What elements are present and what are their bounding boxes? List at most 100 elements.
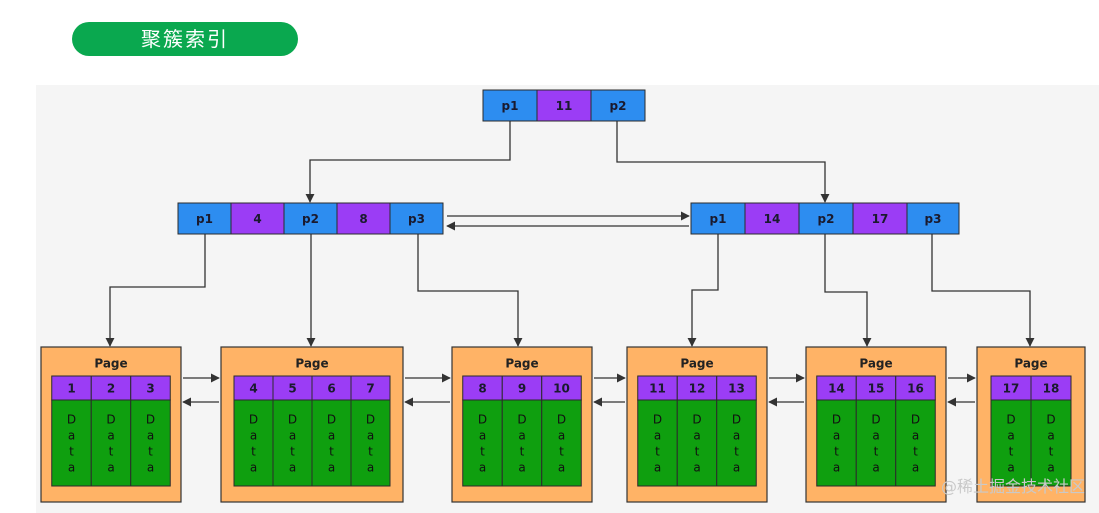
key-label: 12 bbox=[689, 382, 706, 396]
data-letter: a bbox=[693, 429, 700, 443]
data-letter: a bbox=[912, 429, 919, 443]
data-letter: a bbox=[68, 429, 75, 443]
data-cell bbox=[130, 399, 171, 487]
key-label: 6 bbox=[327, 382, 335, 396]
cell-label: 17 bbox=[872, 212, 889, 226]
data-letter: a bbox=[1007, 429, 1014, 443]
data-cell bbox=[637, 399, 678, 487]
data-letter: D bbox=[871, 413, 880, 427]
key-cell bbox=[716, 375, 757, 401]
data-letter: a bbox=[367, 429, 374, 443]
data-cell bbox=[855, 399, 897, 487]
edge-internal-leaf-6 bbox=[931, 234, 1035, 347]
data-letter: a bbox=[289, 429, 296, 443]
data-letter: D bbox=[653, 413, 662, 427]
data-letter: a bbox=[693, 461, 700, 475]
data-letter: D bbox=[1006, 413, 1015, 427]
data-cell bbox=[462, 399, 503, 487]
key-cell bbox=[501, 375, 543, 401]
pointer-cell bbox=[177, 202, 232, 235]
cell-label: 14 bbox=[764, 212, 781, 226]
data-letter: D bbox=[692, 413, 701, 427]
data-letter: D bbox=[478, 413, 487, 427]
edge-root-right bbox=[616, 121, 830, 203]
watermark: @稀土掘金技术社区 bbox=[940, 477, 1085, 496]
key-label: 4 bbox=[249, 382, 257, 396]
data-letter: a bbox=[733, 461, 740, 475]
data-cell bbox=[51, 399, 92, 487]
cell-label: p2 bbox=[818, 212, 835, 226]
edge-internal-leaf-5 bbox=[824, 234, 872, 347]
data-letter: a bbox=[479, 461, 486, 475]
data-cell bbox=[90, 399, 132, 487]
data-letter: t bbox=[290, 445, 295, 459]
page-label: Page bbox=[859, 357, 892, 371]
key-label: 16 bbox=[907, 382, 924, 396]
page-label: Page bbox=[680, 357, 713, 371]
page-label: Page bbox=[1014, 357, 1047, 371]
data-letter: a bbox=[250, 461, 257, 475]
title-badge: 聚簇索引 bbox=[72, 22, 298, 56]
data-cell bbox=[541, 399, 582, 487]
key-cell bbox=[336, 202, 391, 235]
data-cell bbox=[311, 399, 352, 487]
data-letter: a bbox=[872, 461, 879, 475]
data-cell bbox=[350, 399, 391, 487]
data-letter: a bbox=[733, 429, 740, 443]
page-label: Page bbox=[505, 357, 538, 371]
cell-label: 11 bbox=[556, 99, 573, 113]
edge-root-left bbox=[305, 121, 511, 203]
data-letter: t bbox=[329, 445, 334, 459]
key-label: 10 bbox=[553, 382, 570, 396]
data-letter: D bbox=[288, 413, 297, 427]
data-letter: t bbox=[874, 445, 879, 459]
key-label: 9 bbox=[518, 382, 526, 396]
data-cell bbox=[233, 399, 274, 487]
data-letter: D bbox=[557, 413, 566, 427]
key-cell bbox=[816, 375, 857, 401]
data-letter: t bbox=[368, 445, 373, 459]
key-label: 8 bbox=[478, 382, 486, 396]
data-letter: a bbox=[518, 461, 525, 475]
edge-internal-leaf-1 bbox=[105, 234, 206, 347]
data-letter: a bbox=[912, 461, 919, 475]
data-letter: a bbox=[328, 429, 335, 443]
data-letter: D bbox=[327, 413, 336, 427]
data-letter: D bbox=[366, 413, 375, 427]
data-letter: a bbox=[1047, 461, 1054, 475]
pointer-cell bbox=[590, 89, 646, 122]
data-letter: t bbox=[913, 445, 918, 459]
data-cell bbox=[895, 399, 936, 487]
data-letter: D bbox=[911, 413, 920, 427]
data-letter: a bbox=[328, 461, 335, 475]
data-letter: D bbox=[517, 413, 526, 427]
data-letter: D bbox=[67, 413, 76, 427]
data-letter: a bbox=[654, 429, 661, 443]
data-letter: t bbox=[695, 445, 700, 459]
data-letter: t bbox=[559, 445, 564, 459]
pointer-cell bbox=[690, 202, 746, 235]
data-letter: D bbox=[732, 413, 741, 427]
data-letter: a bbox=[654, 461, 661, 475]
key-cell bbox=[744, 202, 800, 235]
key-label: 17 bbox=[1003, 382, 1020, 396]
cell-label: 4 bbox=[253, 212, 261, 226]
data-letter: D bbox=[1046, 413, 1055, 427]
data-letter: a bbox=[367, 461, 374, 475]
pointer-cell bbox=[906, 202, 960, 235]
key-cell bbox=[1030, 375, 1072, 401]
page-label: Page bbox=[94, 357, 127, 371]
key-label: 1 bbox=[67, 382, 75, 396]
key-label: 2 bbox=[107, 382, 115, 396]
pointer-cell bbox=[389, 202, 444, 235]
key-cell bbox=[895, 375, 936, 401]
cell-label: p3 bbox=[408, 212, 425, 226]
key-label: 18 bbox=[1043, 382, 1060, 396]
data-cell bbox=[1030, 399, 1072, 487]
data-letter: a bbox=[147, 461, 154, 475]
cell-label: 8 bbox=[359, 212, 367, 226]
